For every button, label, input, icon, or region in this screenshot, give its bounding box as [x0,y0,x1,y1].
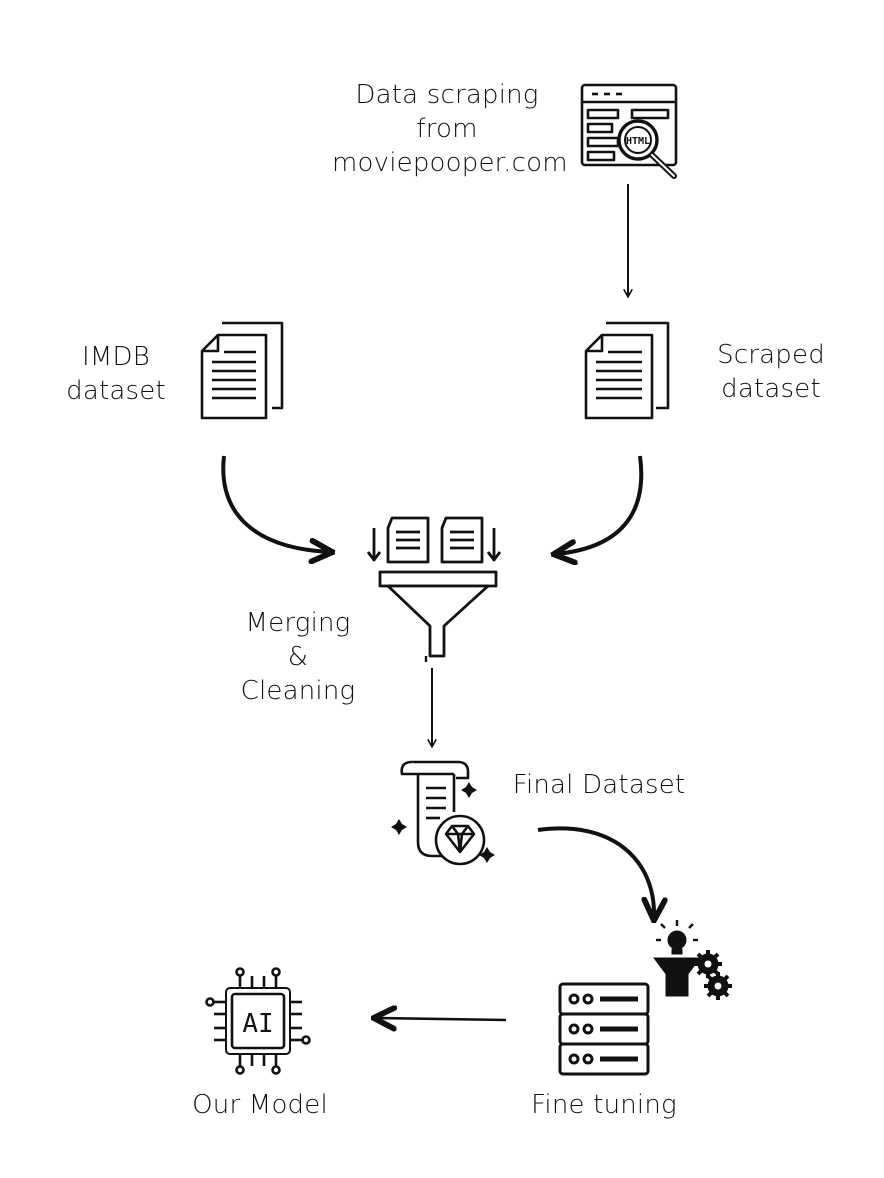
arrow-final-to-tuning [537,826,654,918]
imdb-documents-icon [200,321,284,420]
label-line: Our Model [192,1090,328,1120]
label-line: Scraped [717,340,825,370]
arrow-scraped-to-merge [556,455,644,554]
node-label-imdb: IMDB dataset [56,340,176,408]
label-line: from [416,114,478,144]
funnel-icon [366,516,502,662]
label-line: dataset [66,376,166,406]
node-label-merge: Merging & Cleaning [228,606,368,708]
label-line: Final Dataset [512,770,686,800]
arrows [221,184,654,1020]
ai-chip-icon: AI [205,967,311,1075]
label-line: moviepooper.com [332,148,568,178]
node-label-final: Final Dataset [506,768,692,802]
html-search-icon: HTML [580,83,678,179]
label-line: Fine tuning [531,1090,677,1120]
scraped-documents-icon [584,321,670,420]
label-line: IMDB [82,342,150,372]
label-line: Cleaning [240,676,356,706]
node-label-scraped: Scraped dataset [706,338,836,406]
bulb-gears-icon [653,920,732,1000]
node-label-tuning: Fine tuning [524,1088,684,1122]
server-icon [558,982,650,1076]
svg-text:HTML: HTML [626,136,650,147]
arrow-tuning-to-model [376,1018,507,1020]
svg-text:AI: AI [242,1009,273,1039]
arrow-imdb-to-merge [221,455,330,552]
scroll-diamond-icon [391,760,495,866]
label-line: dataset [721,374,821,404]
label-line: Data scraping [355,80,539,110]
node-label-scraping: Data scraping from moviepooper.com [332,78,568,180]
node-label-model: Our Model [180,1088,340,1122]
label-line: & [287,642,309,672]
label-line: Merging [245,608,351,638]
